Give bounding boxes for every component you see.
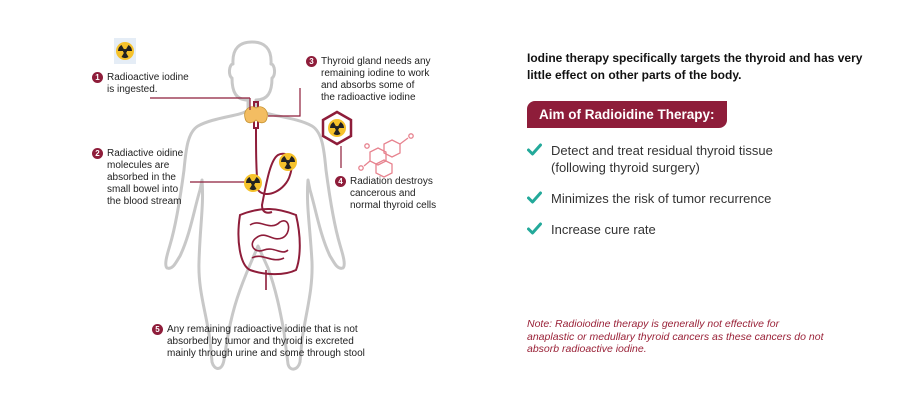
thyroid-gland-icon xyxy=(244,106,268,124)
aim-item: Detect and treat residual thyroid tissue… xyxy=(527,142,887,176)
step-3-line-4: the radioactive iodine xyxy=(321,92,416,103)
body-silhouette xyxy=(164,40,346,371)
step-2-line-1: Radiactive oidine xyxy=(107,148,184,159)
therapy-diagram xyxy=(114,38,414,371)
aim-item-1-line-2: (following thyroid surgery) xyxy=(551,160,700,175)
aim-title: Aim of Radioidine Therapy: xyxy=(527,101,727,128)
step-1-line-1: Radioactive iodine xyxy=(107,72,189,83)
aim-item-3: Increase cure rate xyxy=(551,222,656,237)
step-3-line-1: Thyroid gland needs any xyxy=(321,56,431,67)
radiation-icon xyxy=(279,153,297,171)
step-2-line-4: small bowel into xyxy=(107,184,179,195)
step-4-number: 4 xyxy=(335,176,346,187)
step-3-line-2: remaining iodine to work xyxy=(321,68,430,79)
radiation-hexagon-icon xyxy=(321,110,353,146)
radiation-icon xyxy=(244,174,262,192)
step-3-line-3: and absorbs some of xyxy=(321,80,415,91)
step-2-line-3: absorbed in the xyxy=(107,172,176,183)
note-text: Note: Radioiodine therapy is generally n… xyxy=(527,318,824,355)
check-icon xyxy=(527,222,542,235)
aim-item: Increase cure rate xyxy=(527,221,887,238)
leader-line-3 xyxy=(268,88,301,117)
step-2-number: 2 xyxy=(92,148,103,159)
aim-list: Detect and treat residual thyroid tissue… xyxy=(527,142,887,238)
step-3-number: 3 xyxy=(306,56,317,67)
intro-text: Iodine therapy specifically targets the … xyxy=(527,51,863,82)
aim-item: Minimizes the risk of tumor recurrence xyxy=(527,190,887,207)
small-intestine xyxy=(249,220,290,290)
check-icon xyxy=(527,191,542,204)
step-4-line-1: Radiation destroys xyxy=(350,176,433,187)
radiation-icon xyxy=(114,38,136,64)
step-1-line-2: is ingested. xyxy=(107,84,158,95)
aim-item-2: Minimizes the risk of tumor recurrence xyxy=(551,191,772,206)
step-5-line-3: mainly through urine and some through st… xyxy=(167,348,365,359)
step-5-line-1: Any remaining radioactive iodine that is… xyxy=(167,324,358,335)
step-2-line-5: the blood stream xyxy=(107,196,182,207)
step-5: 5 Any remaining radioactive iodine that i… xyxy=(152,324,365,360)
info-panel: Iodine therapy specifically targets the … xyxy=(527,50,887,252)
large-intestine xyxy=(237,208,301,276)
step-4-line-2: cancerous and xyxy=(350,188,416,199)
step-2-line-2: molecules are xyxy=(107,160,170,171)
check-icon xyxy=(527,143,542,156)
step-4-line-3: normal thyroid cells xyxy=(350,200,437,211)
step-5-number: 5 xyxy=(152,324,163,335)
molecule-icon xyxy=(358,133,414,178)
step-5-line-2: absorbed by tumor and thyroid is excrete… xyxy=(167,336,354,347)
step-1-number: 1 xyxy=(92,72,103,83)
aim-item-1-line-1: Detect and treat residual thyroid tissue xyxy=(551,143,773,158)
